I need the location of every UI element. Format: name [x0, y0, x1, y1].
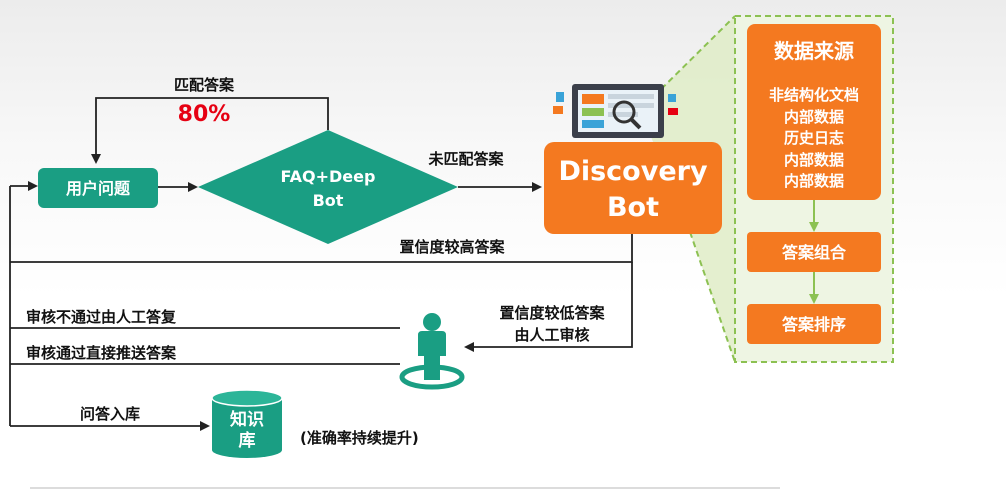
faq-bot-label-line1: FAQ+Deep — [281, 167, 376, 186]
faq-deep-bot-node — [198, 130, 458, 244]
low-confidence-label-line1: 置信度较低答案 — [499, 304, 605, 322]
low-confidence-label-line2: 由人工审核 — [514, 326, 589, 344]
faq-bot-label-line2: Bot — [313, 191, 344, 210]
data-source-item: 内部数据 — [784, 108, 844, 126]
answer-combine-label: 答案组合 — [782, 243, 847, 262]
review-passed-label: 审核通过直接推送答案 — [26, 344, 177, 362]
unmatched-answer-label: 未匹配答案 — [427, 150, 504, 168]
user-question-node — [38, 168, 158, 208]
data-source-item: 历史日志 — [784, 129, 844, 147]
monitor-search-icon — [553, 84, 678, 138]
discovery-bot-label-line2: Bot — [607, 192, 659, 223]
human-reviewer-icon — [399, 313, 465, 390]
user-question-label: 用户问题 — [66, 179, 131, 198]
answer-sort-label: 答案排序 — [782, 315, 846, 334]
discovery-bot-label-line1: Discovery — [558, 156, 708, 187]
data-source-box — [747, 24, 881, 200]
data-source-item: 内部数据 — [784, 151, 844, 169]
match-answer-loop — [91, 97, 329, 164]
review-rejected-label: 审核不通过由人工答复 — [26, 308, 177, 326]
data-source-item: 非结构化文档 — [769, 86, 859, 104]
low-confidence-arrow — [464, 262, 633, 352]
discovery-bot-node — [544, 142, 722, 234]
qa-into-kb-label: 问答入库 — [80, 405, 140, 423]
zoom-cone-bottom-edge — [689, 231, 736, 363]
match-answer-label: 匹配答案 — [174, 76, 235, 94]
knowledge-base-node — [211, 389, 283, 458]
knowledge-base-label-line1: 知识 — [229, 409, 264, 430]
high-confidence-label: 置信度较高答案 — [399, 238, 505, 256]
match-percent-label: 80% — [178, 102, 231, 127]
accuracy-note-label: (准确率持续提升) — [300, 429, 419, 447]
answer-combine-box — [747, 232, 881, 272]
knowledge-base-label-line2: 库 — [239, 430, 256, 451]
answer-sort-box — [747, 304, 881, 344]
data-source-title: 数据来源 — [774, 39, 854, 63]
data-source-item: 内部数据 — [784, 172, 844, 190]
